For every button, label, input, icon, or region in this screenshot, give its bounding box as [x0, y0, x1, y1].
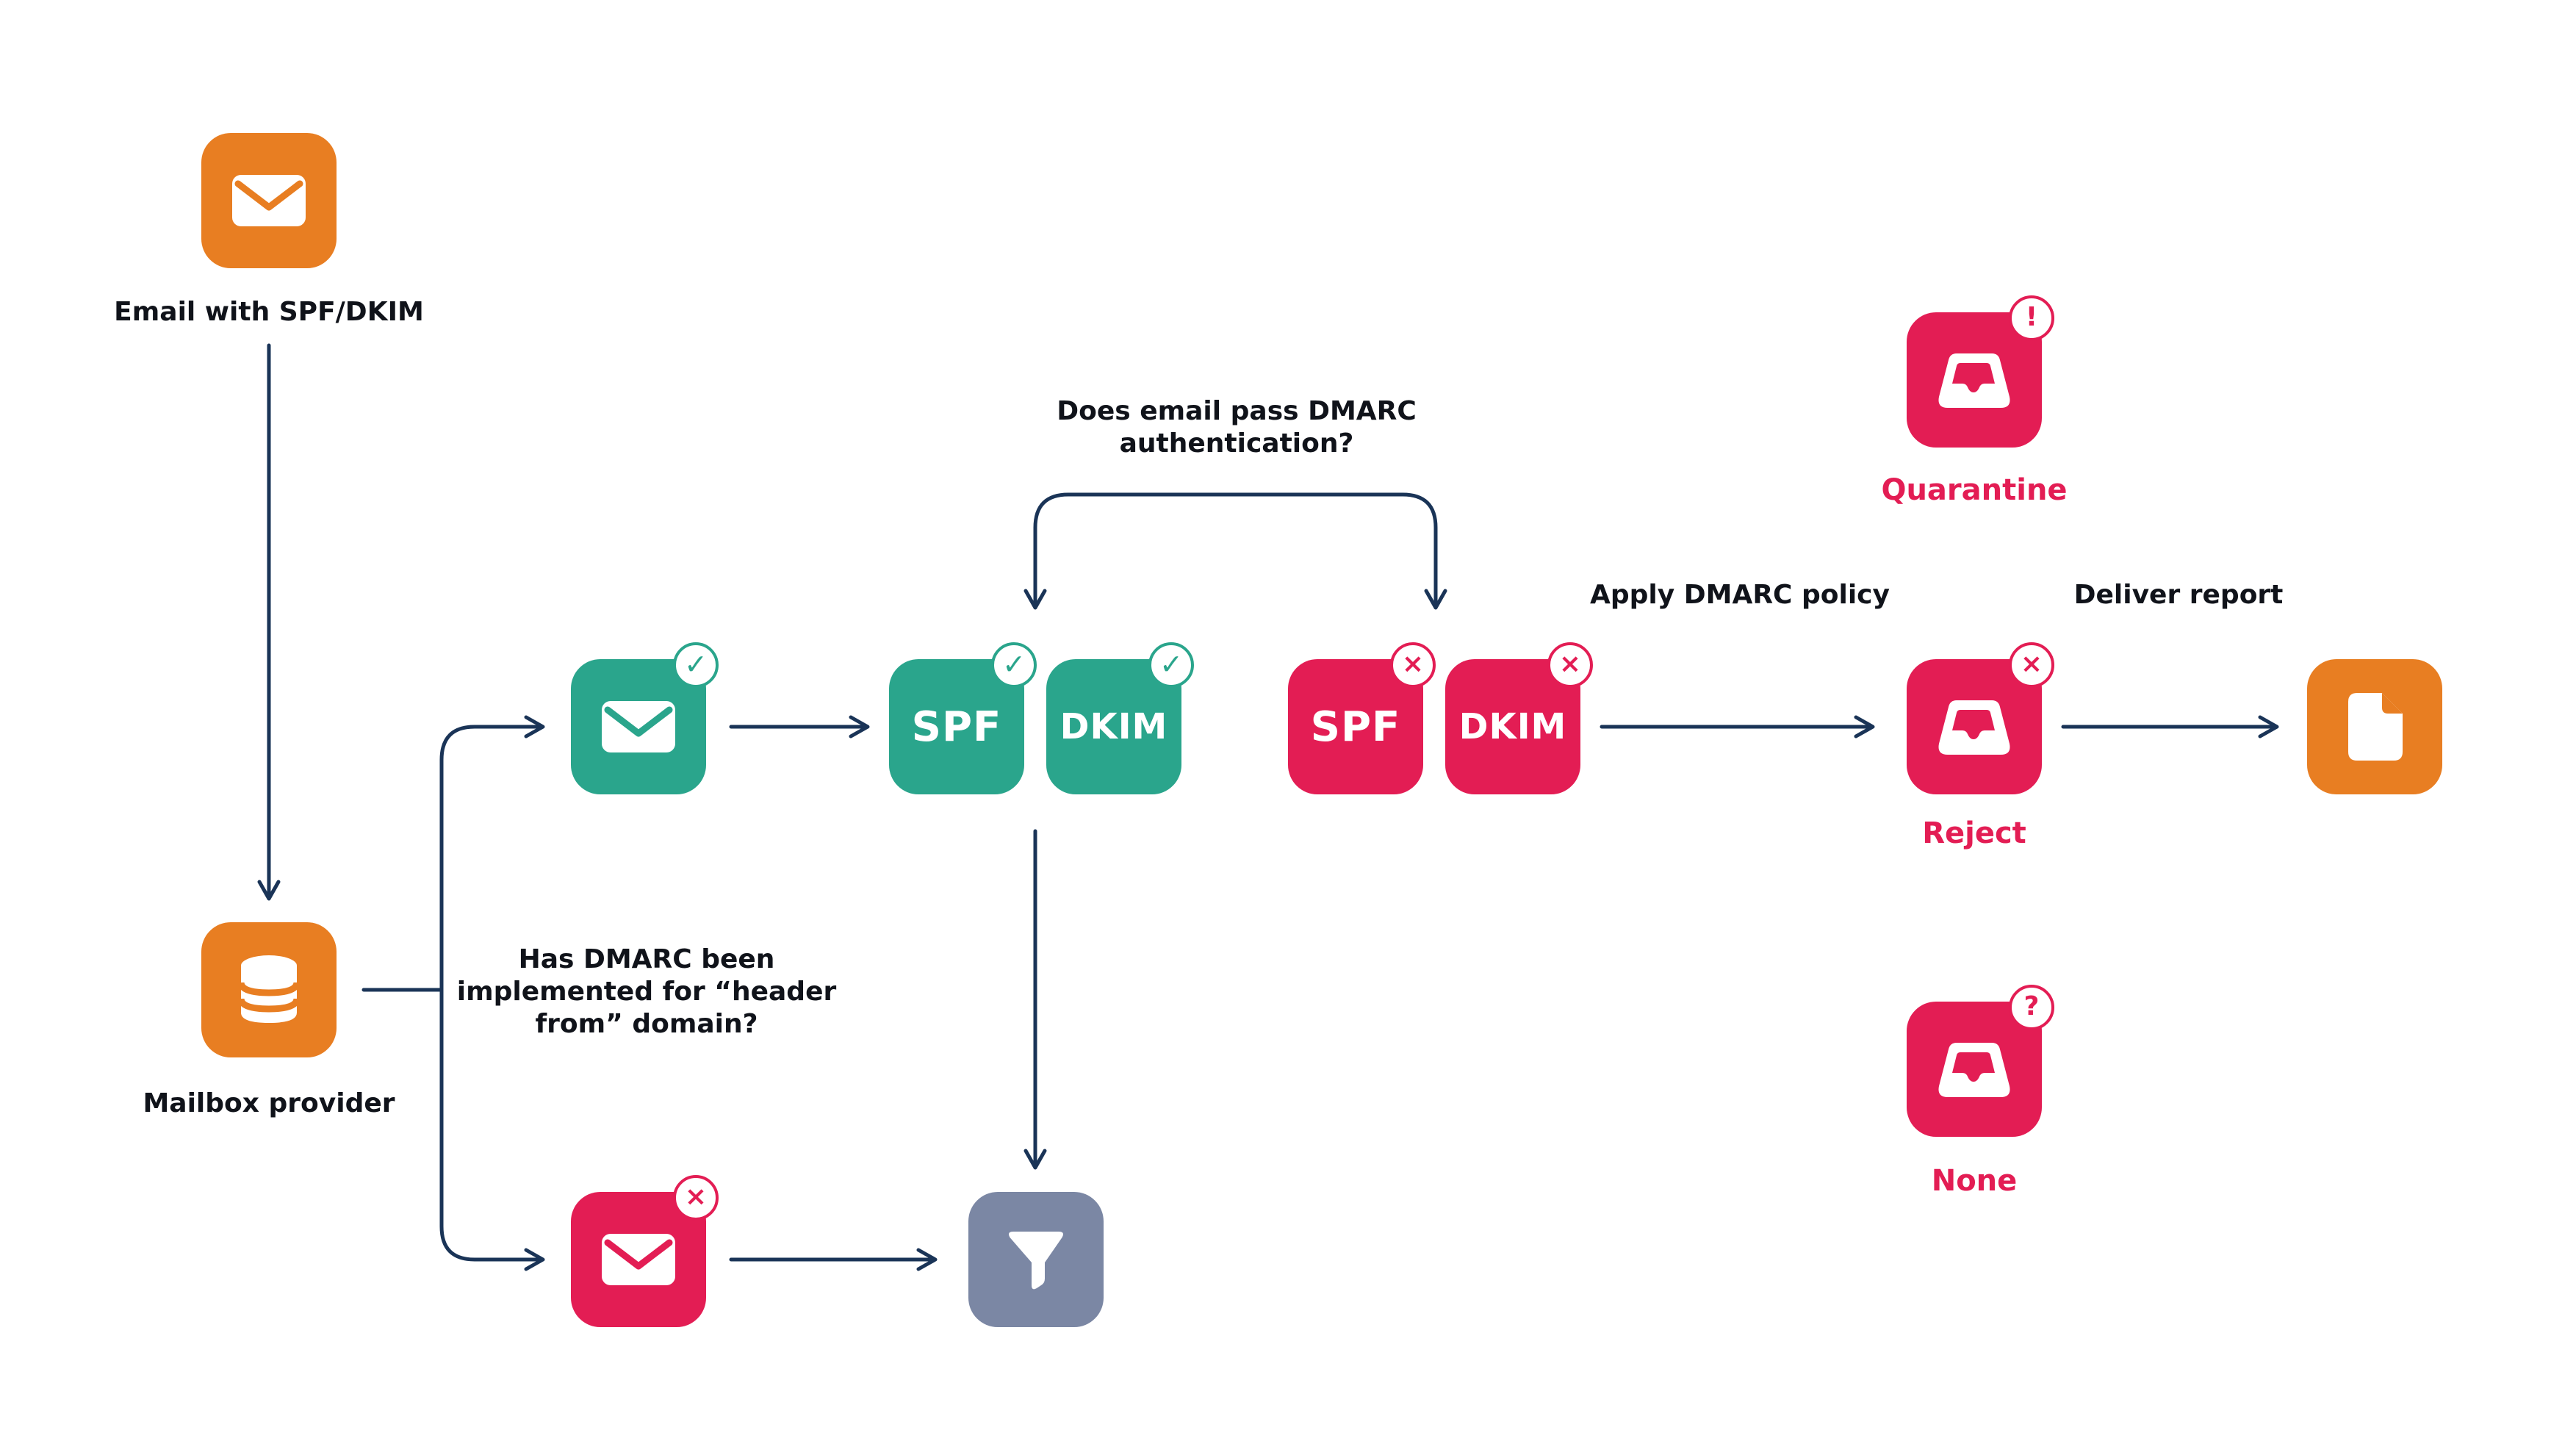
dmarc-pass-question: Does email pass DMARC authentication? — [1057, 396, 1417, 459]
arrow-branch-to-fail-email — [439, 988, 545, 1271]
quarantine-icon: ! — [1907, 295, 2054, 448]
document-icon — [2348, 693, 2403, 761]
question-badge: ? — [2009, 985, 2054, 1030]
reject-label: Reject — [1922, 816, 2026, 850]
quarantine-label: Quarantine — [1881, 473, 2068, 507]
bracket-dmarc-question — [1023, 492, 1447, 610]
database-icon — [238, 955, 300, 1023]
inbox-icon — [1938, 1043, 2010, 1097]
spf-pass-label: SPF — [911, 703, 1002, 751]
spf-fail-label: SPF — [1310, 703, 1401, 751]
spf-fail-box: SPF × — [1288, 642, 1436, 794]
none-icon: ? — [1907, 985, 2054, 1137]
cross-badge: × — [1390, 642, 1436, 688]
check-badge: ✓ — [991, 642, 1037, 688]
envelope-icon — [602, 1234, 675, 1285]
inbox-icon — [1938, 700, 2010, 755]
dkim-fail-label: DKIM — [1458, 706, 1567, 747]
email-start-label: Email with SPF/DKIM — [114, 297, 424, 327]
check-badge: ✓ — [673, 642, 719, 688]
filter-icon — [968, 1192, 1104, 1327]
envelope-icon — [232, 175, 306, 226]
dmarc-implemented-question: Has DMARC been implemented for “header f… — [456, 944, 837, 1039]
arrow-branch-to-pass-email — [439, 715, 545, 992]
email-fail-icon: × — [571, 1175, 719, 1327]
email-pass-icon: ✓ — [571, 642, 719, 794]
exclamation-badge: ! — [2009, 295, 2054, 341]
cross-badge: × — [1547, 642, 1593, 688]
mailbox-provider-label: Mailbox provider — [143, 1088, 395, 1118]
cross-badge: × — [2009, 642, 2054, 688]
spf-pass-box: SPF ✓ — [889, 642, 1037, 794]
inbox-icon — [1938, 353, 2010, 408]
dkim-pass-box: DKIM ✓ — [1046, 642, 1194, 794]
report-document-icon — [2307, 659, 2442, 794]
none-label: None — [1931, 1164, 2018, 1198]
email-start-icon — [201, 133, 337, 268]
reject-icon: × — [1907, 642, 2054, 794]
dkim-pass-label: DKIM — [1059, 706, 1168, 747]
funnel-icon — [1009, 1232, 1063, 1290]
envelope-icon — [602, 701, 675, 752]
mailbox-provider-icon — [201, 922, 337, 1057]
dkim-fail-box: DKIM × — [1445, 642, 1593, 794]
check-badge: ✓ — [1148, 642, 1194, 688]
apply-dmarc-policy-label: Apply DMARC policy — [1590, 580, 1890, 610]
deliver-report-label: Deliver report — [2073, 580, 2284, 610]
cross-badge: × — [673, 1175, 719, 1221]
